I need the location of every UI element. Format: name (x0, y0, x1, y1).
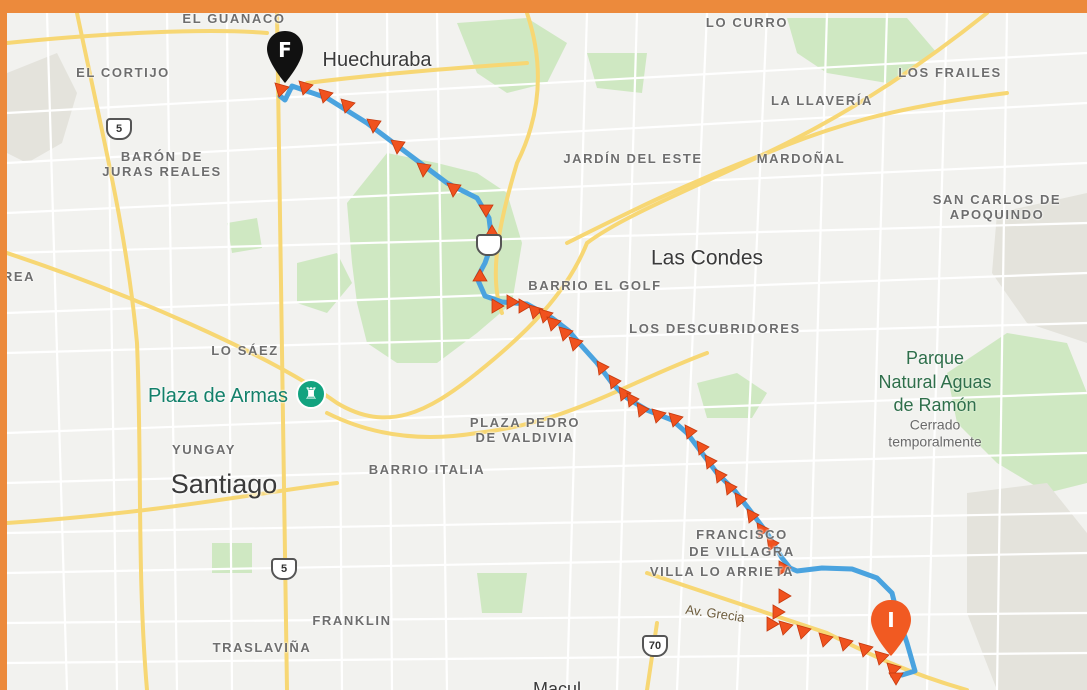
label-baron-line1: BARÓN DE (120, 148, 204, 164)
label-lo-saez: LO SÁEZ (211, 342, 279, 358)
label-el-cortijo: EL CORTIJO (76, 64, 170, 80)
map-canvas[interactable]: EL GUANACO LO CURRO Huechuraba EL CORTIJ… (7, 13, 1087, 690)
label-baron-line2: JURAS REALES (102, 163, 222, 179)
route-arrows (274, 80, 904, 686)
label-plaza-pedro-line2: DE VALDIVIA (475, 429, 575, 445)
finish-pin-icon (267, 31, 303, 83)
tower-icon[interactable]: ♜ (296, 379, 326, 409)
label-traslavina: TRASLAVIÑA (212, 639, 312, 655)
label-san-carlos-line2: APOQUINDO (949, 206, 1045, 222)
label-huechuraba: Huechuraba (322, 49, 432, 71)
label-parque-status-line2: temporalmente (888, 433, 982, 450)
label-parque-line1: Parque (905, 348, 965, 369)
label-parque-status-line1: Cerrado (909, 416, 961, 433)
label-san-carlos-line1: SAN CARLOS DE (932, 191, 1062, 207)
label-los-frailes: LOS FRAILES (898, 64, 1002, 80)
label-el-guanaco: EL GUANACO (182, 13, 286, 26)
label-jardin-del-este: JARDÍN DEL ESTE (563, 150, 703, 166)
route-shield: 5 (271, 558, 297, 580)
route-shield: 5 (106, 118, 132, 140)
label-plaza-de-armas: Plaza de Armas (147, 385, 289, 407)
finish-marker-letter: F (278, 38, 292, 62)
label-francisco-line1: FRANCISCO (696, 526, 788, 542)
label-las-condes: Las Condes (650, 246, 764, 270)
start-pin-icon (871, 600, 911, 656)
minor-streets (7, 13, 1087, 690)
label-parque-line3: de Ramón (893, 395, 977, 416)
route-shield-unlabeled (476, 234, 502, 256)
start-marker[interactable]: I (869, 598, 913, 658)
finish-marker[interactable]: F (265, 29, 305, 85)
label-francisco-line2: DE VILLAGRA (689, 543, 795, 559)
label-franklin: FRANKLIN (312, 612, 392, 628)
route-shield: 70 (642, 635, 668, 657)
label-los-descubridores: LOS DESCUBRIDORES (629, 320, 801, 336)
map-base (7, 13, 1087, 690)
label-yungay: YUNGAY (171, 441, 237, 457)
label-mardonal: MARDOÑAL (756, 150, 846, 166)
label-barrio-el-golf: BARRIO EL GOLF (528, 277, 662, 293)
start-marker-letter: I (887, 608, 895, 632)
label-plaza-pedro-line1: PLAZA PEDRO (469, 414, 581, 430)
label-macul: Macul (532, 679, 582, 690)
label-rea: REA (7, 268, 36, 284)
label-la-llaveria: LA LLAVERÍA (770, 92, 874, 108)
label-santiago: Santiago (170, 469, 278, 500)
label-villa-lo-arrieta: VILLA LO ARRIETA (649, 563, 795, 579)
label-barrio-italia: BARRIO ITALIA (368, 461, 486, 477)
label-parque-line2: Natural Aguas (878, 372, 992, 393)
label-lo-curro: LO CURRO (705, 14, 789, 30)
